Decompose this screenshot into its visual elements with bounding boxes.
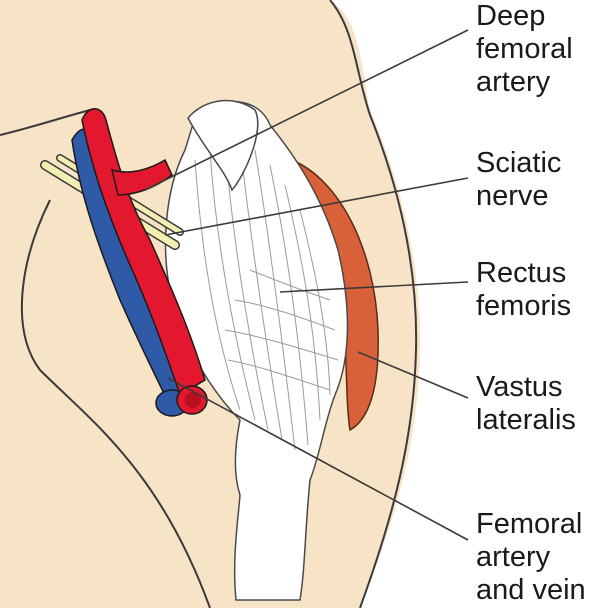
label-line: artery	[476, 541, 586, 574]
label-sciatic-nerve: Sciatic nerve	[476, 147, 561, 213]
label-line: Femoral	[476, 508, 586, 541]
label-femoral-artery-vein: Femoral artery and vein	[476, 508, 586, 607]
label-line: Vastus	[476, 371, 576, 404]
label-line: nerve	[476, 180, 561, 213]
rectus-femoris-tendon	[235, 480, 310, 600]
label-line: artery	[476, 66, 573, 99]
label-deep-femoral-artery: Deep femoral artery	[476, 0, 573, 99]
label-line: femoris	[476, 290, 571, 323]
label-line: Rectus	[476, 257, 571, 290]
label-line: Deep	[476, 0, 573, 33]
label-line: and vein	[476, 574, 586, 607]
label-vastus-lateralis: Vastus lateralis	[476, 371, 576, 437]
label-line: lateralis	[476, 404, 576, 437]
label-line: femoral	[476, 33, 573, 66]
label-line: Sciatic	[476, 147, 561, 180]
label-rectus-femoris: Rectus femoris	[476, 257, 571, 323]
